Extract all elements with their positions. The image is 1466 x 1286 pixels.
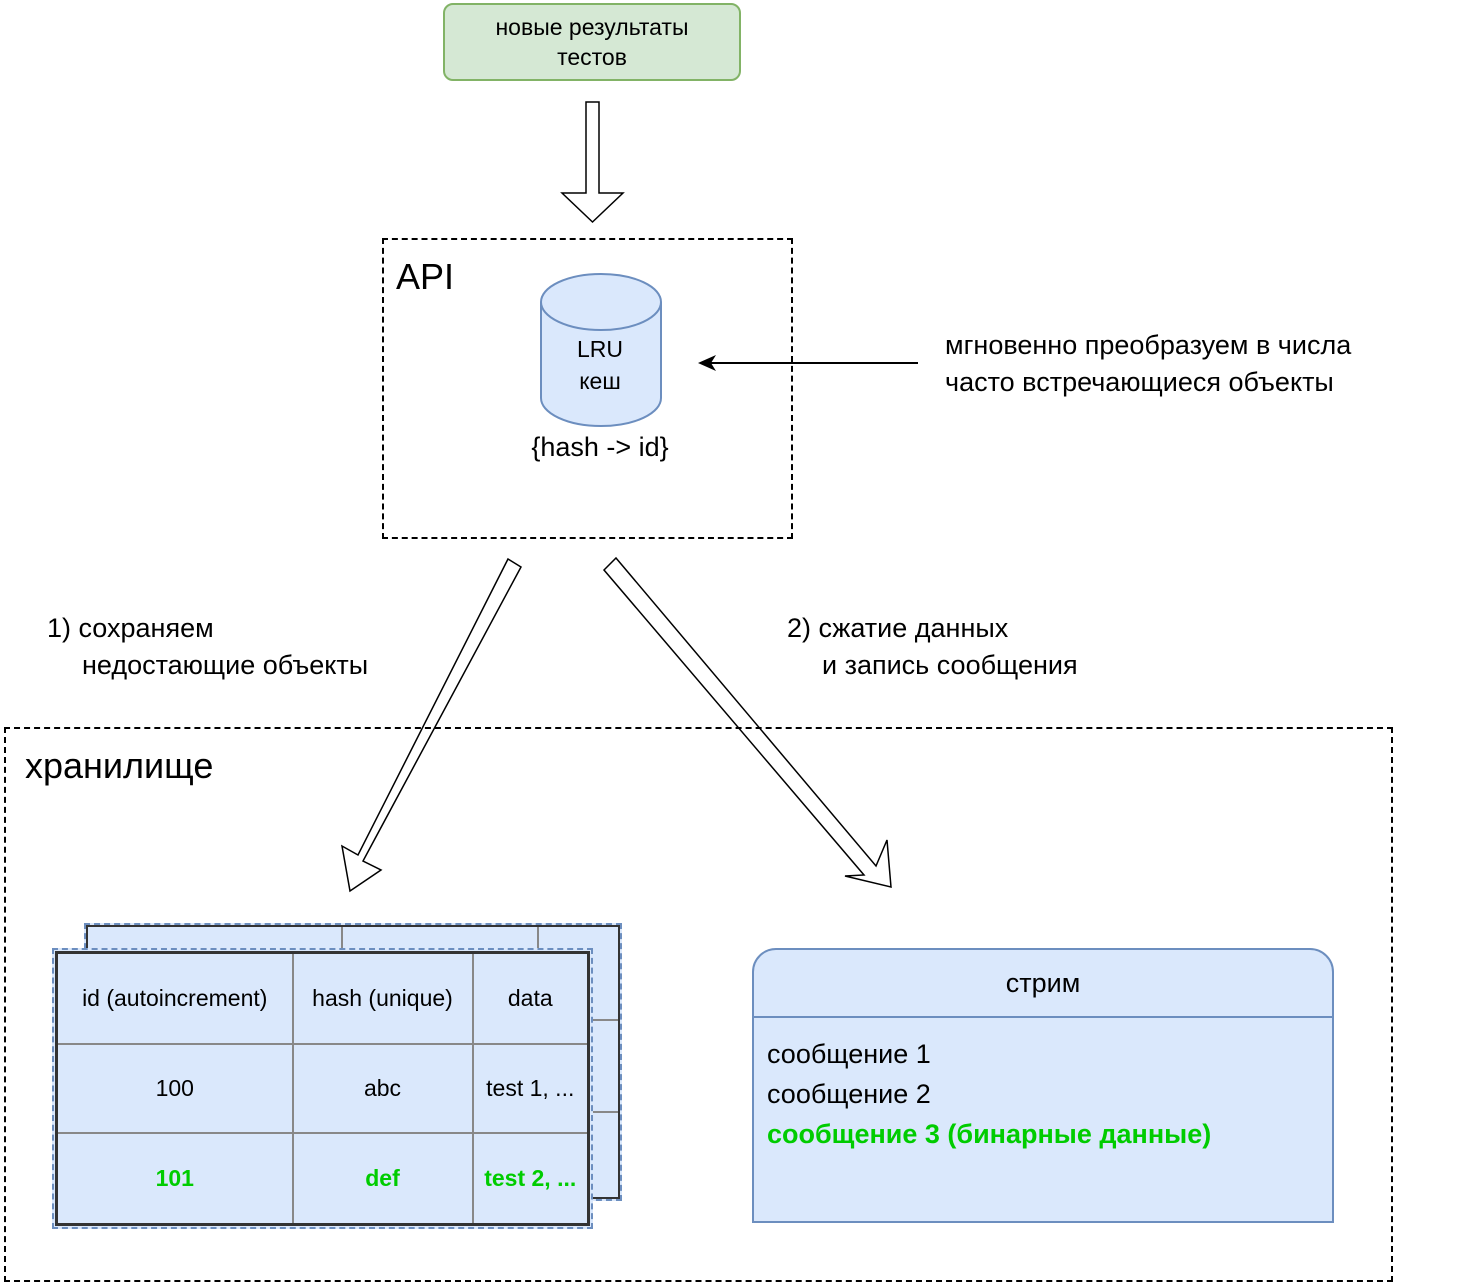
storage-container bbox=[4, 727, 1393, 1282]
table-header-hash: hash (unique) bbox=[291, 951, 474, 1045]
stream-message: сообщение 1 bbox=[767, 1039, 931, 1069]
objects-table: id (autoincrement) hash (unique) data 10… bbox=[52, 948, 593, 1229]
stream-message: сообщение 2 bbox=[767, 1079, 931, 1109]
stream-message-new: сообщение 3 (бинарные данные) bbox=[767, 1119, 1212, 1149]
arrow-source-to-api bbox=[560, 101, 625, 224]
table-cell-id: 100 bbox=[55, 1042, 294, 1135]
cache-note-line1: мгновенно преобразуем в числа bbox=[945, 330, 1352, 360]
table-row: 100 abc test 1, ... bbox=[55, 1042, 590, 1135]
api-title: API bbox=[396, 256, 455, 297]
source-label-line1: новые результаты bbox=[495, 14, 689, 40]
table-header-row: id (autoincrement) hash (unique) data bbox=[55, 951, 590, 1045]
step1-label: 1) сохраняем недостающие объекты bbox=[47, 610, 368, 684]
cache-label-line2: кеш bbox=[579, 368, 621, 394]
step2-line1: 2) сжатие данных bbox=[787, 613, 1009, 643]
table-cell-hash: abc bbox=[291, 1042, 474, 1135]
stream-message-list: сообщение 1 сообщение 2 сообщение 3 (бин… bbox=[767, 1034, 1211, 1154]
api-container bbox=[382, 238, 793, 539]
table-header-data: data bbox=[471, 951, 590, 1045]
source-label-line2: тестов bbox=[557, 44, 627, 70]
table-row-new: 101 def test 2, ... bbox=[55, 1132, 590, 1226]
table-cell-data: test 1, ... bbox=[471, 1042, 590, 1135]
table-cell-data: test 2, ... bbox=[471, 1132, 590, 1226]
cache-note-line2: часто встречающиеся объекты bbox=[945, 367, 1334, 397]
step2-label: 2) сжатие данных и запись сообщения bbox=[787, 610, 1078, 684]
step1-line2: недостающие объекты bbox=[82, 650, 369, 680]
stream-title: стрим bbox=[754, 950, 1332, 1018]
table-cell-hash: def bbox=[291, 1132, 474, 1226]
table-header-id: id (autoincrement) bbox=[55, 951, 294, 1045]
new-test-results-node: новые результаты тестов bbox=[443, 3, 741, 81]
cache-label-line1: LRU bbox=[576, 336, 623, 362]
cache-note: мгновенно преобразуем в числа часто встр… bbox=[945, 327, 1351, 401]
step1-line1: 1) сохраняем bbox=[47, 613, 214, 643]
step2-line2: и запись сообщения bbox=[822, 650, 1078, 680]
lru-cache-label: LRU кеш bbox=[540, 333, 660, 397]
stream-node: стрим сообщение 1 сообщение 2 сообщение … bbox=[752, 948, 1334, 1223]
storage-title: хранилище bbox=[25, 745, 214, 786]
table-cell-id: 101 bbox=[55, 1132, 294, 1226]
cache-mapping-caption: {hash -> id} bbox=[531, 432, 669, 462]
